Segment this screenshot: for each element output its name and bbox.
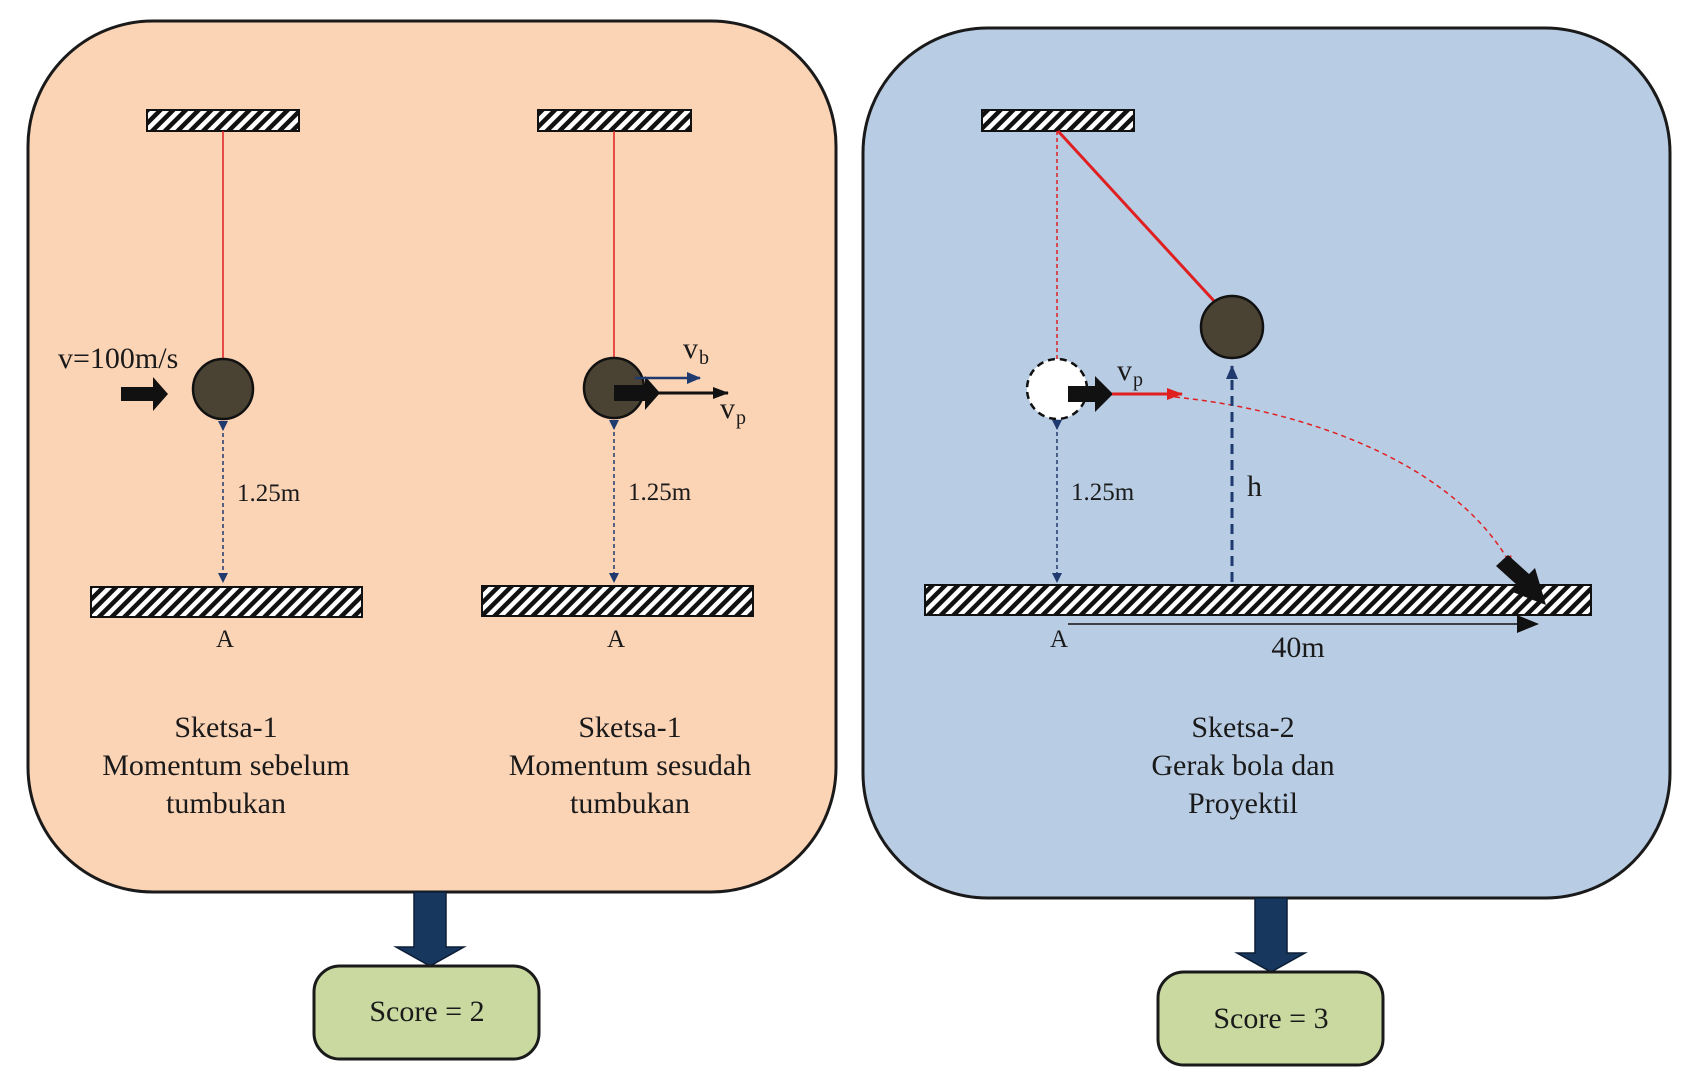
ceiling-support (146, 109, 300, 132)
bullet-arrow (121, 377, 168, 411)
ground-platform (924, 584, 1592, 616)
impact-arrow (1496, 555, 1546, 605)
vp-label: vp (1117, 354, 1143, 391)
score-label-left: Score = 2 (369, 995, 484, 1028)
sketch-projectile: vp 1.25m h A 40m Sketsa-2 Gerak bola dan… (924, 109, 1592, 820)
score-box-left (312, 964, 541, 1061)
caption-line-1: Sketsa-1 (174, 711, 277, 744)
height-label: 1.25m (1071, 479, 1135, 506)
caption-line-3: tumbukan (166, 787, 286, 820)
caption-line-1: Sketsa-1 (578, 711, 681, 744)
point-a-label: A (607, 626, 625, 653)
caption-line-2: Gerak bola dan (1151, 749, 1334, 782)
point-a-label: A (1050, 626, 1068, 653)
height-label: 1.25m (628, 479, 692, 506)
caption-line-3: Proyektil (1188, 787, 1298, 820)
h-label: h (1247, 470, 1262, 503)
ceiling-support (537, 109, 692, 132)
swung-ball (1199, 294, 1265, 360)
swung-string (1056, 129, 1217, 304)
score-label-right: Score = 3 (1213, 1002, 1328, 1035)
sketch-before-collision: v=100m/s 1.25m A Sketsa-1 Momentum sebel… (58, 109, 363, 820)
ground-platform (90, 586, 363, 618)
bullet-arrow (1068, 376, 1113, 412)
vb-label: vb (683, 332, 709, 369)
ground-platform (481, 585, 754, 617)
point-a-label: A (216, 626, 234, 653)
sketch-after-collision: vb vp 1.25m A Sketsa-1 Momentum sesudah … (481, 109, 754, 820)
distance-label: 40m (1271, 631, 1324, 664)
caption-line-3: tumbukan (570, 787, 690, 820)
velocity-label: v=100m/s (58, 342, 178, 375)
height-label: 1.25m (237, 480, 301, 507)
score-arrow-right (1234, 897, 1308, 973)
caption-line-2: Momentum sebelum (102, 749, 349, 782)
pendulum-ball (191, 357, 255, 421)
score-box-right (1156, 970, 1385, 1067)
caption-line-1: Sketsa-2 (1191, 711, 1294, 744)
ceiling-support (981, 109, 1135, 132)
score-arrow-left (393, 891, 467, 967)
caption-line-2: Momentum sesudah (509, 749, 751, 782)
vp-label: vp (720, 392, 746, 429)
